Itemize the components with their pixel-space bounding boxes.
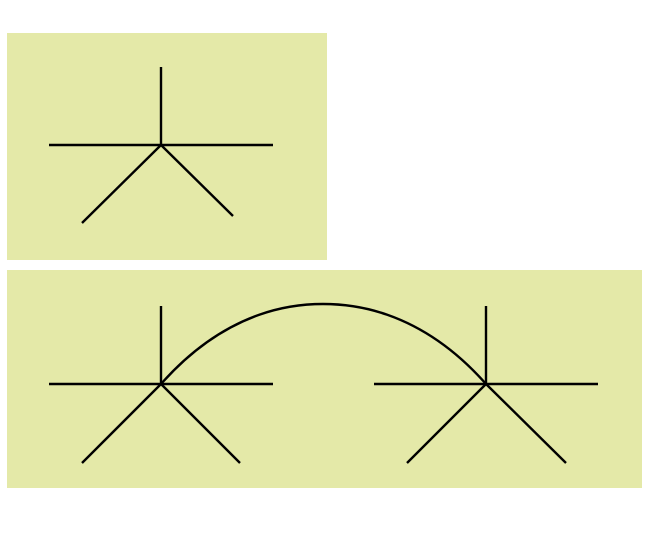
single-node-panel — [7, 33, 327, 260]
connected-nodes-panel — [7, 270, 642, 488]
